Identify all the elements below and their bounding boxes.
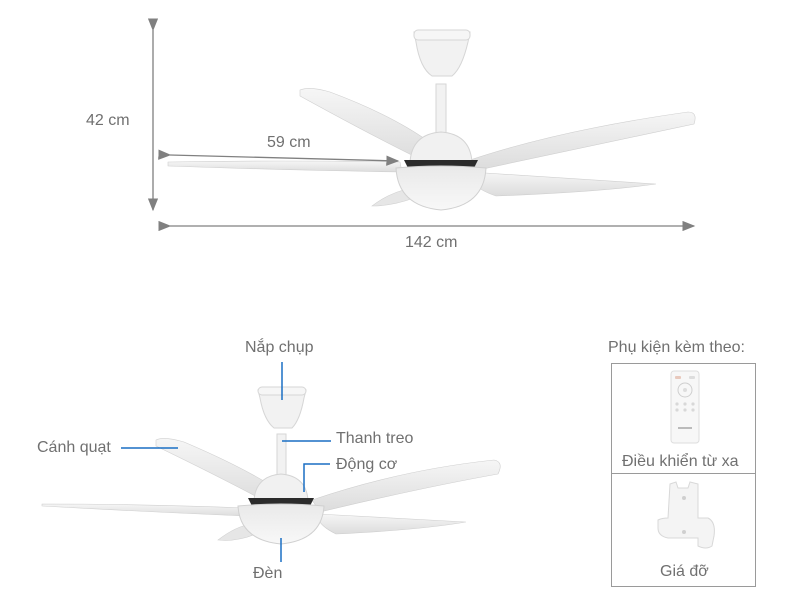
canopy-label: Nắp chụp [245,339,314,356]
fan-bottom-image [41,386,501,545]
downrod-label: Thanh treo [336,430,414,447]
blade-dimension-line [158,149,400,166]
motor-callout-line [303,463,330,492]
holder-label: Giá đỡ [660,563,709,580]
accessories-title: Phụ kiện kèm theo: [608,339,745,356]
wall-holder-icon [657,481,715,549]
motor-label: Động cơ [336,456,398,473]
total-width-label: 142 cm [405,234,458,251]
remote-control-icon [670,370,700,444]
height-label: 42 cm [86,112,130,129]
blade-label: Cánh quạt [37,439,111,456]
remote-label: Điều khiển từ xa [622,453,739,470]
fan-top-image [167,29,696,211]
accessory-holder: Giá đỡ [611,473,756,587]
blade-length-label: 59 cm [267,134,311,151]
light-label: Đèn [253,565,283,582]
callout-lines [121,362,331,562]
accessory-remote: Điều khiển từ xa [611,363,756,475]
